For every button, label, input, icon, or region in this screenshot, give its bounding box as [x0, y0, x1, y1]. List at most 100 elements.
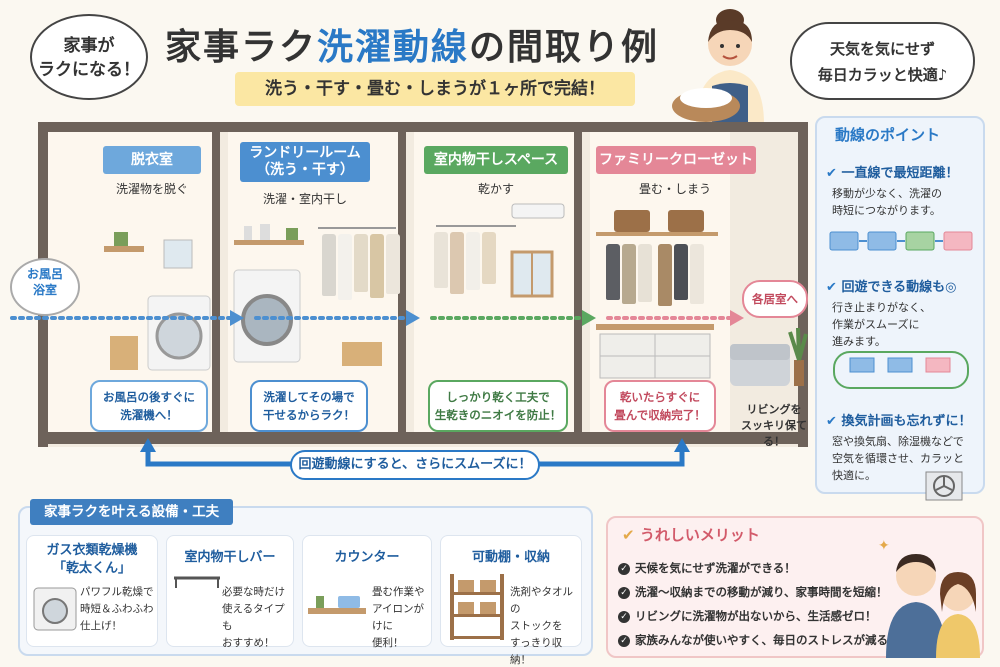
title-post: の間取り例 — [469, 27, 660, 68]
shelf-text-line1: 洗剤やタオルの — [510, 586, 573, 615]
equip-card-bar-text: 必要な時だけ 使えるタイプも おすすめ！ — [222, 584, 292, 652]
bath-entry-badge — [10, 258, 80, 316]
happy-couple-illustration: ✦ — [878, 538, 980, 658]
counter-text-line3: 便利！ — [372, 637, 404, 649]
merit-item-1: ✓天候を気にせず洗濯ができる！ — [618, 560, 796, 576]
cloth-item — [322, 234, 336, 296]
dryer-text-line3: 仕上げ！ — [80, 620, 122, 632]
cloth-item — [386, 234, 400, 294]
bath-entry-line2: 浴室 — [32, 283, 57, 297]
merits-title-text: うれしいメリット — [639, 526, 760, 544]
note-dressing-line1: お風呂の後すぐに — [103, 390, 195, 404]
room-label-drying: 室内物干しスペース — [424, 146, 568, 174]
note-laundry-line1: 洗濯してその場で — [263, 390, 355, 404]
point-2-text-line2: 作業がスムーズに — [832, 318, 920, 331]
point-3-text-line2: 空気を循環させ、カラッと — [832, 452, 964, 465]
cloth-item — [354, 234, 368, 292]
cloth-item — [482, 232, 496, 284]
check-icon: ✔ — [826, 414, 837, 429]
equip-card-bar-heading: 室内物干しバー — [184, 550, 276, 565]
point-1-text: 移動が少なく、洗濯の 時短につながります。 — [826, 185, 976, 219]
equip-card-counter-text: 畳む作業や アイロンがけに 便利！ — [372, 584, 432, 652]
points-panel — [815, 116, 985, 494]
cloth-item — [658, 244, 672, 306]
point-3: ✔ 換気計画も忘れずに！ 窓や換気扇、除湿機などで 空気を循環させ、カラッと 快… — [826, 410, 982, 484]
cloth-item — [434, 232, 448, 288]
equip-card-counter-heading: カウンター — [334, 550, 400, 565]
point-3-text: 窓や換気扇、除湿機などで 空気を循環させ、カラッと 快適に。 — [826, 433, 982, 484]
merit-item-4: ✓家族みんなが使いやすく、毎日のストレスが減る！ — [618, 632, 900, 648]
flow-arrow-main — [10, 310, 744, 326]
room-label-dressing: 脱衣室 — [103, 146, 201, 174]
note-closet: 乾いたらすぐに 畳んで収納完了！ — [604, 380, 716, 432]
dryer-heading-line1: ガス衣類乾燥機 — [46, 543, 138, 558]
point-2-text-line1: 行き止まりがなく、 — [832, 301, 931, 314]
merit-item-2: ✓洗濯〜収納までの移動が減り、家事時間を短縮！ — [618, 584, 888, 600]
dryer-text-line1: パワフル乾燥で — [80, 586, 154, 598]
house-floor — [38, 432, 808, 444]
bar-text-line3: おすすめ！ — [222, 637, 275, 649]
room-label-laundry-line2: （洗う・干す） — [256, 162, 354, 178]
title-blue: 洗濯動線 — [317, 27, 470, 68]
equip-card-dryer-text: パワフル乾燥で 時短＆ふわふわ 仕上げ！ — [80, 584, 158, 635]
shelf-text-line2: ストックを — [510, 620, 563, 632]
room-label-laundry-line1: ランドリールーム — [249, 145, 361, 161]
point-2-text: 行き止まりがなく、 作業がスムーズに 進みます。 — [826, 299, 976, 350]
bubble-left-line1: 家事が — [63, 36, 115, 56]
housewife-illustration — [672, 9, 764, 124]
point-1-heading-text: 一直線で最短距離！ — [841, 166, 959, 181]
point-1-heading: ✔ 一直線で最短距離！ — [826, 162, 976, 181]
ventilation-fan-icon — [925, 471, 963, 501]
equip-card-dryer-heading: ガス衣類乾燥機 「乾太くん」 — [28, 542, 156, 578]
loop-label: 回遊動線にすると、さらにスムーズに！ — [290, 450, 540, 480]
svg-text:✦: ✦ — [878, 538, 890, 554]
drying-bar-icon — [174, 576, 220, 588]
note-closet-line1: 乾いたらすぐに — [619, 390, 701, 404]
room-label-laundry: ランドリールーム （洗う・干す） — [240, 142, 370, 182]
counter-text-line2: アイロンがけに — [372, 603, 424, 632]
room-desc-laundry: 洗濯・室内干し — [262, 192, 347, 206]
point-2-heading-text: 回遊できる動線も◎ — [841, 280, 957, 295]
merit-item-3: ✓リビングに洗濯物が出ないから、生活感ゼロ！ — [618, 608, 877, 624]
bar-text-line2: 使えるタイプも — [222, 603, 285, 632]
equip-card-counter — [302, 535, 432, 647]
dressing-room-illustration — [104, 232, 211, 371]
point-3-text-line1: 窓や換気扇、除湿機などで — [832, 435, 964, 448]
speech-bubble-right: 天気を気にせず 毎日カラッと快適♪ — [790, 22, 975, 100]
bath-entry-line1: お風呂 — [26, 267, 63, 281]
bar-text-line1: 必要な時だけ — [222, 586, 285, 598]
cloth-item — [466, 232, 480, 290]
cloth-item — [674, 244, 688, 300]
note-closet-line2: 畳んで収納完了！ — [614, 408, 706, 422]
closet-illustration — [596, 210, 718, 379]
check-icon: ✔ — [826, 280, 837, 295]
bubble-right-line2: 毎日カラッと快適♪ — [817, 66, 948, 84]
point-1-diagram — [829, 231, 973, 251]
point-2-diagram — [833, 351, 969, 389]
merits-title: ✔ うれしいメリット — [622, 524, 760, 545]
cloth-item — [690, 244, 704, 304]
point-3-heading-text: 換気計画も忘れずに！ — [841, 414, 972, 429]
note-drying-line1: しっかり乾く工夫で — [446, 390, 550, 404]
equipment-title: 家事ラクを叶える設備・工夫 — [30, 499, 234, 525]
merit-item-3-text: リビングに洗濯物が出ないから、生活感ゼロ！ — [635, 609, 877, 623]
drying-space-illustration — [436, 203, 565, 298]
check-circle-icon: ✓ — [618, 562, 630, 575]
note-drying-line2: 生乾きのニオイを防止！ — [434, 408, 562, 422]
dryer-text-line2: 時短＆ふわふわ — [80, 603, 154, 615]
note-dressing-line2: 洗濯機へ！ — [120, 408, 178, 422]
counter-text-line1: 畳む作業や — [372, 586, 425, 598]
point-1: ✔ 一直線で最短距離！ 移動が少なく、洗濯の 時短につながります。 — [826, 162, 976, 219]
room-label-closet: ファミリークローゼット — [596, 146, 756, 174]
speech-bubble-left: 家事が ラクになる！ — [30, 14, 148, 100]
living-note: リビングを スッキリ保てる！ — [732, 402, 816, 450]
living-note-line2: スッキリ保てる！ — [741, 419, 807, 448]
laundry-hanging-clothes — [322, 234, 402, 314]
merit-item-2-text: 洗濯〜収納までの移動が減り、家事時間を短縮！ — [635, 585, 888, 599]
note-drying: しっかり乾く工夫で 生乾きのニオイを防止！ — [428, 380, 568, 432]
equip-card-shelf-heading: 可動棚・収納 — [471, 550, 550, 565]
exit-bubble: 各居室へ — [742, 280, 808, 318]
check-circle-icon: ✓ — [618, 634, 630, 647]
check-icon: ✔ — [826, 166, 837, 181]
points-title: 動線のポイント — [835, 126, 941, 144]
